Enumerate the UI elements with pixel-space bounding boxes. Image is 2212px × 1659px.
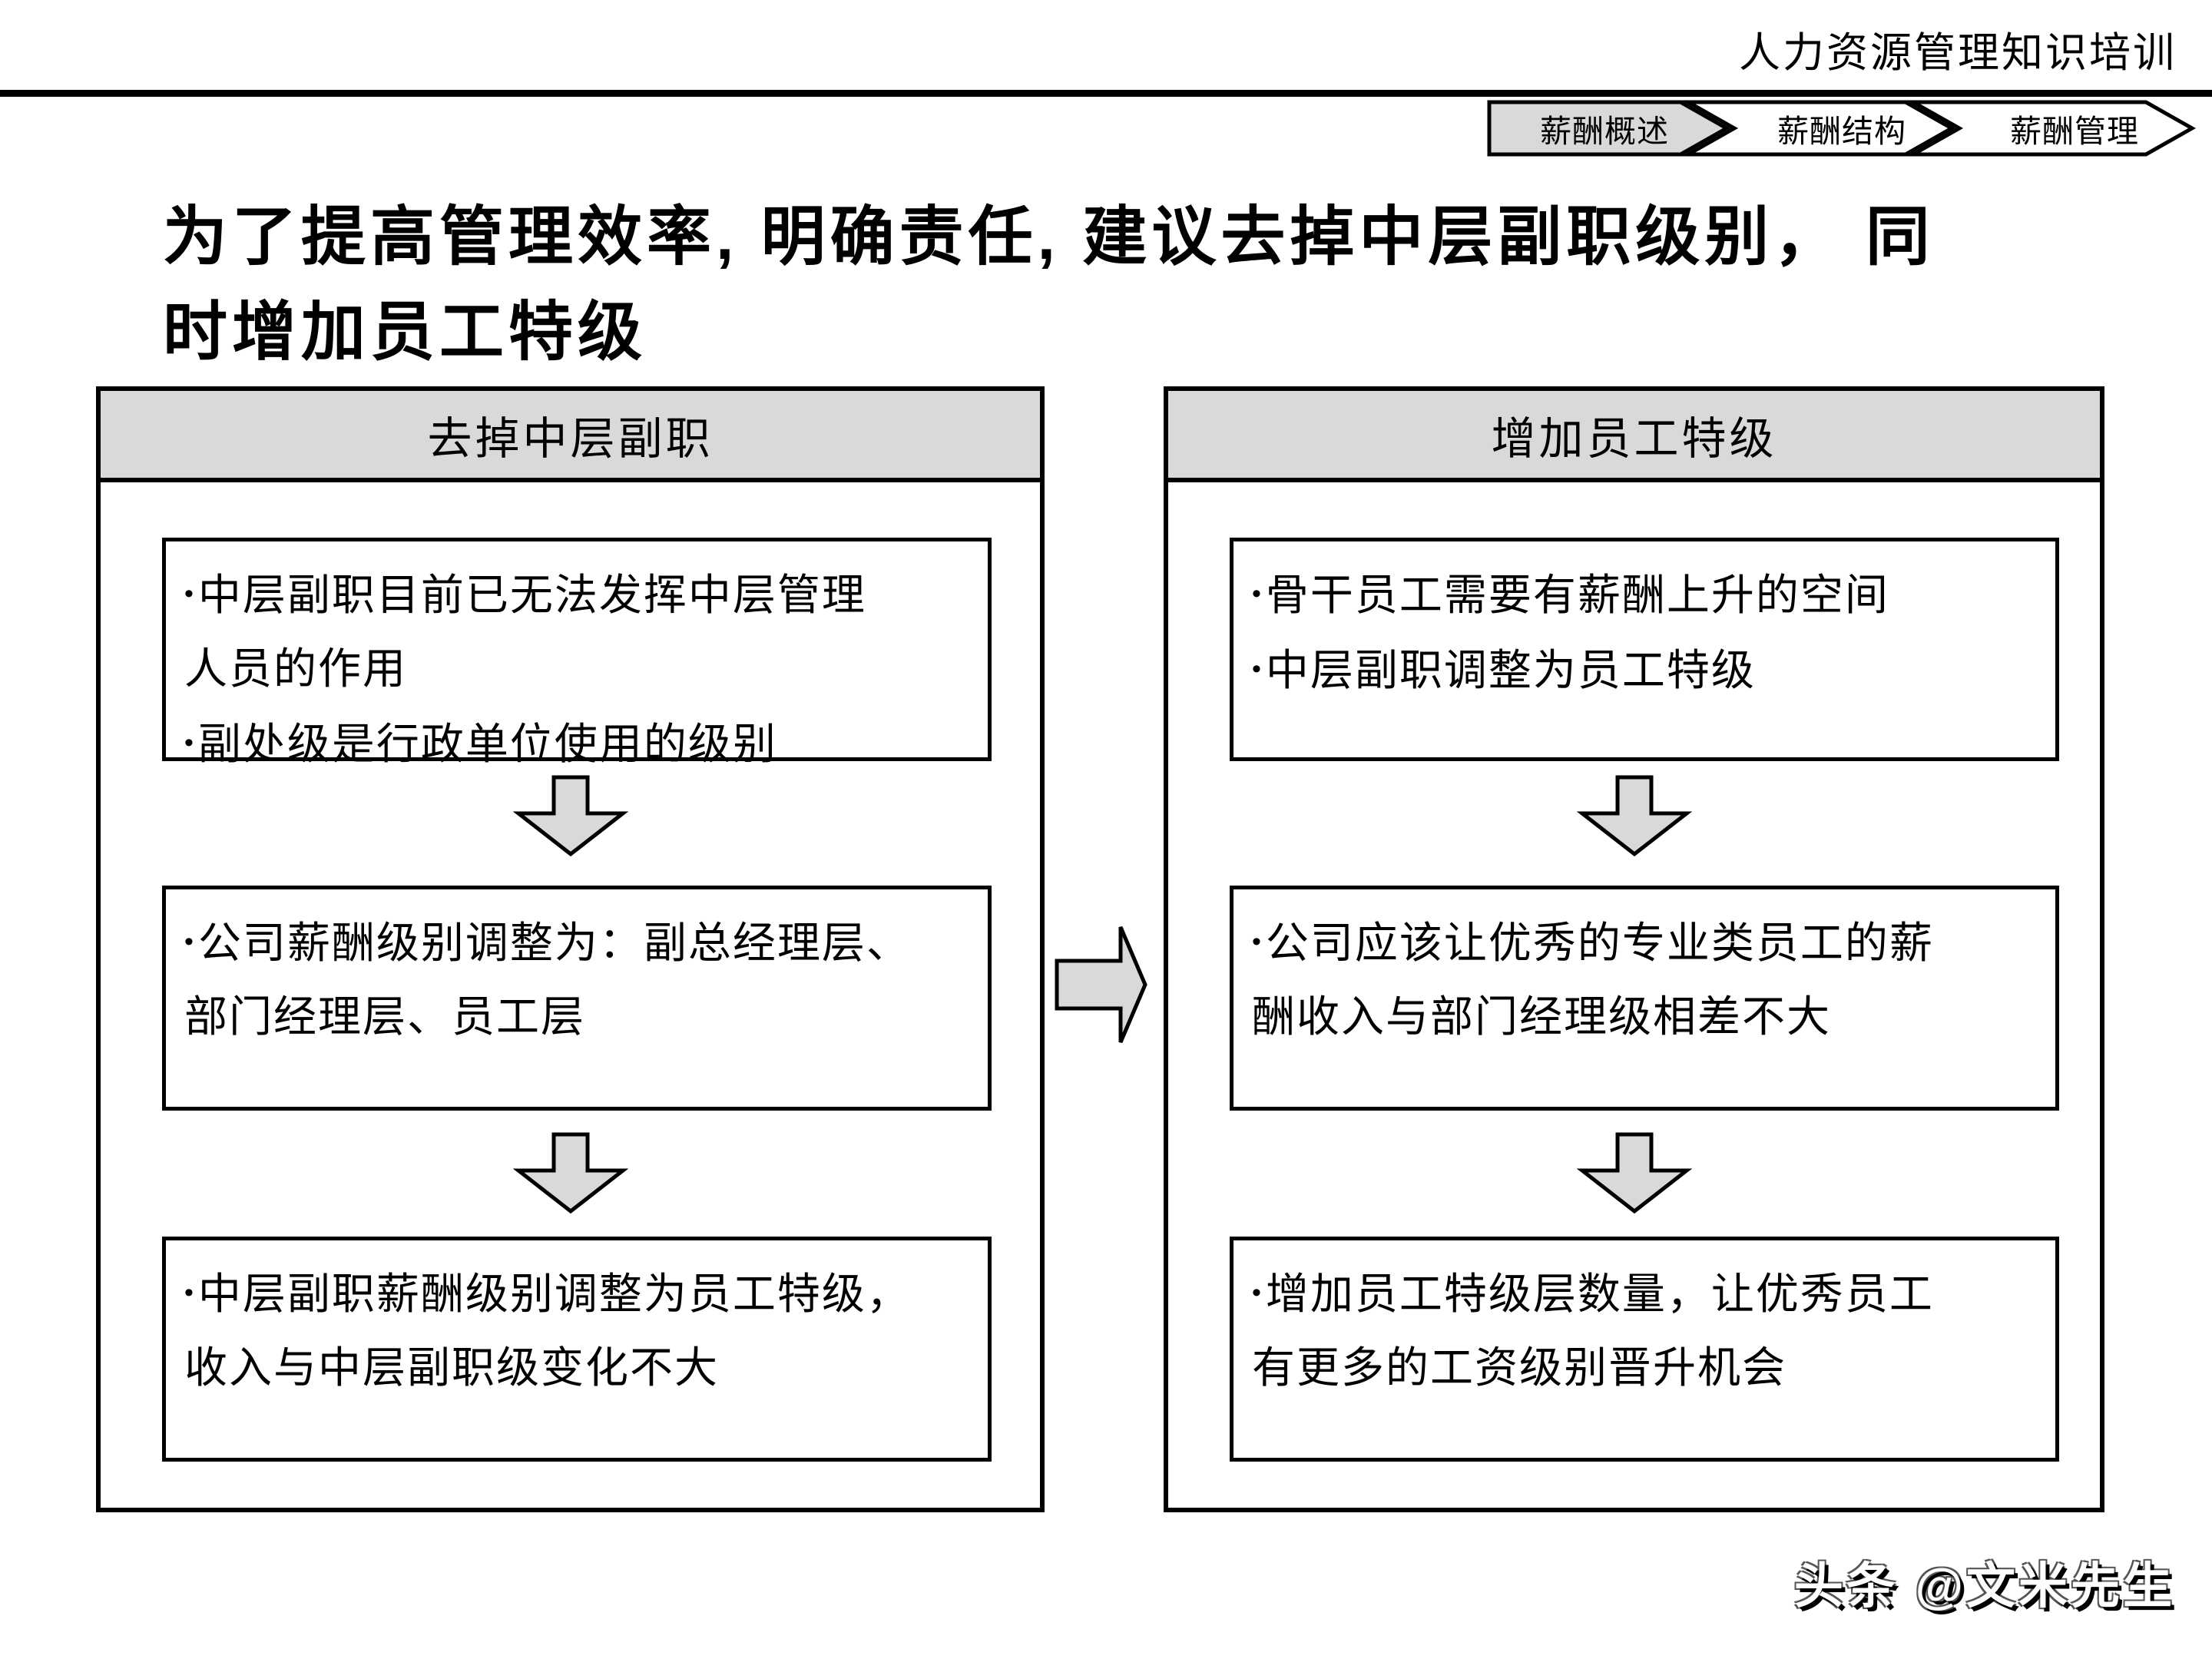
tab-salary-management[interactable]: 薪酬管理 (2010, 114, 2139, 149)
panel-header-label: 去掉中层副职 (427, 413, 714, 464)
bullet-text: 骨干员工需要有薪酬上升的空间 (1265, 571, 1889, 619)
bullet-dot: • (184, 579, 195, 608)
chevron-shape-management[interactable] (1906, 100, 2197, 157)
down-arrow-icon (512, 1132, 628, 1214)
bullet-item: •公司应该让优秀的专业类员工的薪 酬收入与部门经理级相差不大 (1252, 905, 2040, 1054)
bullet-text: 公司应该让优秀的专业类员工的薪 酬收入与部门经理级相差不大 (1252, 919, 1934, 1041)
bullet-item: •中层副职目前已无法发挥中层管理 人员的作用 (184, 557, 972, 706)
content-box: •中层副职目前已无法发挥中层管理 人员的作用 •副处级是行政单位使用的级别 (162, 538, 992, 768)
bullet-text: 公司薪酬级别调整为：副总经理层、 部门经理层、员工层 (184, 919, 911, 1041)
bullet-text: 增加员工特级层数量，让优秀员工 有更多的工资级别晋升机会 (1252, 1270, 1934, 1392)
bullet-text: 中层副职调整为员工特级 (1265, 646, 1756, 694)
bullet-dot: • (1252, 579, 1263, 608)
bullet-text: 副处级是行政单位使用的级别 (197, 720, 777, 768)
watermark: 头条 @文米先生 (1793, 1558, 2175, 1614)
bullet-item: •中层副职薪酬级别调整为员工特级， 收入与中层副职级变化不大 (184, 1256, 972, 1405)
page-title: 为了提高管理效率, 明确责任, 建议去掉中层副职级别， 同 时增加员工特级 (163, 200, 1935, 369)
down-arrow-shape (512, 775, 628, 857)
down-arrow-shape (1576, 775, 1692, 857)
chevron-shape-structure[interactable] (1681, 100, 1956, 157)
panel-header: 去掉中层副职 (101, 391, 1040, 482)
panel-header-label: 增加员工特级 (1491, 413, 1777, 464)
content-box: •公司应该让优秀的专业类员工的薪 酬收入与部门经理级相差不大 (1230, 886, 2059, 1111)
tab-chevrons (1487, 100, 2197, 157)
right-arrow-shape (1055, 926, 1147, 1043)
bullet-dot: • (184, 1278, 195, 1307)
divider-rule (0, 90, 2212, 97)
down-arrow-shape (512, 1132, 628, 1214)
tab-salary-structure[interactable]: 薪酬结构 (1777, 114, 1906, 149)
down-arrow-icon (512, 775, 628, 857)
content-box: •公司薪酬级别调整为：副总经理层、 部门经理层、员工层 (162, 886, 992, 1111)
bullet-item: •中层副职调整为员工特级 (1252, 632, 2040, 707)
down-arrow-icon (1576, 775, 1692, 857)
bullet-dot: • (1252, 1278, 1263, 1307)
brand-header-text: 人力资源管理知识培训 (1739, 30, 2177, 76)
content-box: •中层副职薪酬级别调整为员工特级， 收入与中层副职级变化不大 (162, 1237, 992, 1462)
bullet-item: •骨干员工需要有薪酬上升的空间 (1252, 557, 2040, 632)
right-arrow-icon (1055, 926, 1147, 1043)
down-arrow-icon (1576, 1132, 1692, 1214)
down-arrow-shape (1576, 1132, 1692, 1214)
bullet-item: •公司薪酬级别调整为：副总经理层、 部门经理层、员工层 (184, 905, 972, 1054)
bullet-item: •增加员工特级层数量，让优秀员工 有更多的工资级别晋升机会 (1252, 1256, 2040, 1405)
bullet-text: 中层副职薪酬级别调整为员工特级， 收入与中层副职级变化不大 (184, 1270, 911, 1392)
panel-add-special-grade: 增加员工特级 •骨干员工需要有薪酬上升的空间 •中层副职调整为员工特级 •公司应… (1164, 386, 2104, 1512)
panel-header: 增加员工特级 (1168, 391, 2100, 482)
chevron-shape-overview[interactable] (1487, 100, 1731, 157)
content-box: •增加员工特级层数量，让优秀员工 有更多的工资级别晋升机会 (1230, 1237, 2059, 1462)
bullet-dot: • (1252, 654, 1263, 684)
bullet-dot: • (1252, 927, 1263, 956)
bullet-dot: • (184, 927, 195, 956)
tab-salary-overview[interactable]: 薪酬概述 (1540, 114, 1669, 149)
bullet-dot: • (184, 728, 195, 757)
bullet-item: •副处级是行政单位使用的级别 (184, 706, 972, 781)
content-box: •骨干员工需要有薪酬上升的空间 •中层副职调整为员工特级 (1230, 538, 2059, 761)
panel-remove-deputy: 去掉中层副职 •中层副职目前已无法发挥中层管理 人员的作用 •副处级是行政单位使… (96, 386, 1045, 1512)
bullet-text: 中层副职目前已无法发挥中层管理 人员的作用 (184, 571, 866, 693)
